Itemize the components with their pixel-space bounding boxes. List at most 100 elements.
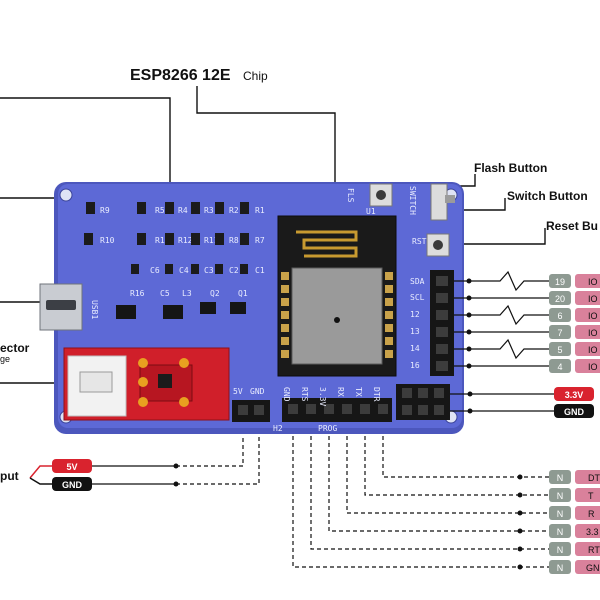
silk-r3: R3: [204, 206, 214, 215]
h2-header: 5V GND H2: [232, 387, 283, 433]
svg-text:RT: RT: [588, 545, 600, 555]
svg-text:IO: IO: [588, 277, 598, 287]
silk-fls: FLS: [346, 188, 355, 203]
svg-text:IO: IO: [588, 345, 598, 355]
svg-text:TX: TX: [354, 387, 363, 397]
power-header-right: [396, 384, 450, 420]
prog-tag-rx: N R: [549, 506, 600, 520]
smd-r4: [191, 202, 200, 214]
silk-r12: R12: [178, 236, 193, 245]
ic-q2: [200, 302, 216, 314]
silk-switch: SWITCH: [408, 186, 417, 215]
ic-row: R16 C5 L3 Q2 Q1: [116, 289, 248, 319]
gpio-tag-5: 5 IO: [549, 342, 600, 356]
tag-gnd-left: [52, 477, 92, 491]
prog-tag-tx: N T: [549, 488, 600, 502]
chip-title-sub: Chip: [243, 69, 268, 83]
prog-tag-rts: N RT: [549, 542, 600, 556]
silk-c2: C2: [229, 266, 239, 275]
smd-r5a: [137, 202, 146, 214]
usb-port: [46, 300, 76, 310]
svg-text:3.3: 3.3: [586, 527, 599, 537]
silk-h2: H2: [273, 424, 283, 433]
svg-text:IO: IO: [588, 362, 598, 372]
connector-sublabel: ge: [0, 354, 10, 364]
silk-c1: C1: [255, 266, 265, 275]
silk-r4: R4: [178, 206, 188, 215]
silk-r11: R11: [204, 236, 219, 245]
svg-text:N: N: [557, 509, 564, 519]
io-header: SDA SCL 12 13 14 16: [410, 270, 454, 376]
capacitor-row: C6 C4 C3 C2 C1: [131, 264, 265, 275]
svg-text:GND: GND: [564, 407, 585, 417]
svg-text:GND: GND: [282, 387, 291, 402]
silk-r2: R2: [229, 206, 239, 215]
svg-text:GND: GND: [62, 480, 83, 490]
svg-text:IO: IO: [588, 294, 598, 304]
leader-reset: [440, 228, 546, 245]
ic-u2: [163, 305, 183, 319]
svg-text:RTS: RTS: [300, 387, 309, 402]
board-buttons: FLS U1 SWITCH RST: [346, 183, 455, 257]
silk-rst: RST: [412, 237, 427, 246]
silk-r5a: R5: [155, 206, 165, 215]
input-label: put: [0, 469, 19, 483]
svg-text:3.3V: 3.3V: [565, 390, 584, 400]
charger-module: [63, 347, 230, 421]
silk-c6: C6: [150, 266, 160, 275]
gpio-tag-19: 19 IO: [549, 274, 600, 288]
gpio-tag-4: 4 IO: [549, 359, 600, 373]
svg-text:N: N: [557, 563, 564, 573]
smd-r5b: [165, 202, 174, 214]
tag-5v: [52, 459, 92, 473]
svg-text:N: N: [557, 491, 564, 501]
resistor-row-mid: R10 R13 R12 R11 R8 R7: [84, 233, 265, 245]
svg-text:GN: GN: [586, 563, 600, 573]
silk-scl: SCL: [410, 293, 425, 302]
smd-r3: [215, 202, 224, 214]
prog-tag-gnd: N GN: [549, 560, 600, 574]
silk-c5: C5: [160, 289, 170, 298]
tag-3v3: [554, 387, 594, 401]
smd-r9: [86, 202, 95, 214]
silk-c3: C3: [204, 266, 214, 275]
silk-c4: C4: [179, 266, 189, 275]
svg-text:3.3V: 3.3V: [318, 387, 327, 406]
silk-13: 13: [410, 327, 420, 336]
gpio-tag-20: 20 IO: [549, 291, 600, 305]
chip-title: ESP8266 12E: [130, 67, 231, 84]
io-header-body: [430, 270, 454, 376]
svg-text:7: 7: [557, 328, 562, 338]
silk-r9: R9: [100, 206, 110, 215]
svg-text:N: N: [557, 545, 564, 555]
svg-text:5: 5: [557, 345, 562, 355]
svg-text:N: N: [557, 473, 564, 483]
silk-l3: L3: [182, 289, 192, 298]
prog-tag-3v3: N 3.3: [549, 524, 600, 538]
esp8266-module: [277, 215, 397, 377]
connector-label: ector: [0, 341, 30, 355]
silk-prog: PROG: [318, 424, 337, 433]
power-right-tags: 3.3V GND: [450, 387, 594, 418]
switch-button-label: Switch Button: [507, 189, 588, 203]
svg-text:6: 6: [557, 311, 562, 321]
tag-gnd-right: [554, 404, 594, 418]
silk-12: 12: [410, 310, 420, 319]
gpio-tags: 19 IO 20 IO 6 IO 7 IO 5 IO: [549, 274, 600, 373]
silk-sda: SDA: [410, 277, 425, 286]
svg-text:T: T: [588, 491, 594, 501]
esp-shield: [291, 267, 383, 365]
svg-text:N: N: [557, 527, 564, 537]
reset-button-label: Reset Bu: [546, 219, 598, 233]
svg-text:19: 19: [555, 277, 565, 287]
svg-text:DT: DT: [588, 473, 600, 483]
switch-button: [430, 183, 448, 221]
prog-tag-dtr: N DT: [549, 470, 600, 484]
usb-connector: USB1: [39, 283, 99, 331]
prog-header: PROG GND RTS 3.3V RX TX DTR: [282, 387, 392, 433]
flash-button-label: Flash Button: [474, 161, 547, 175]
silk-q1: Q1: [238, 289, 248, 298]
silk-q2: Q2: [210, 289, 220, 298]
ic-u3: [116, 305, 136, 319]
silk-h2-5v: 5V: [233, 387, 243, 396]
